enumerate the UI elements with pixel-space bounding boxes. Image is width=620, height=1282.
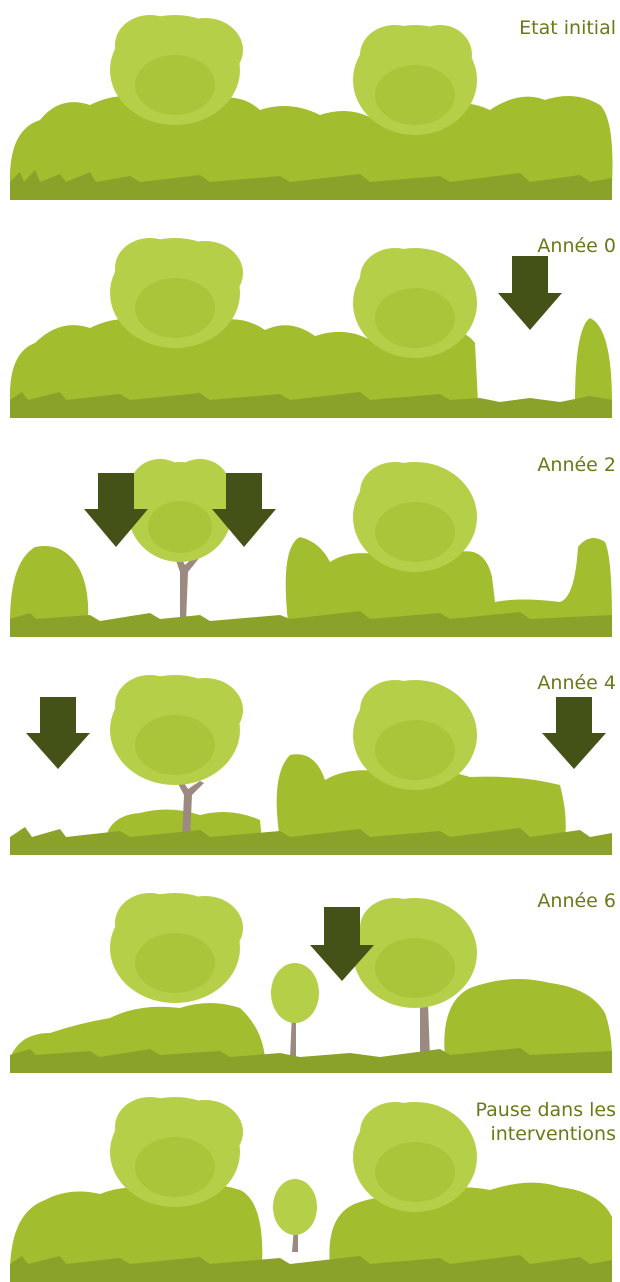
- stage-panel-year0: Année 0: [0, 218, 620, 418]
- down-arrow-icon: [498, 256, 562, 330]
- stage-label: Année 4: [537, 671, 616, 695]
- scene-year2: [0, 437, 620, 637]
- stage-label: Année 2: [537, 453, 616, 477]
- scene-year0: [0, 218, 620, 418]
- shrub-icon: [10, 537, 612, 622]
- shrub-icon: [10, 93, 613, 186]
- stage-panel-year4: Année 4: [0, 655, 620, 855]
- stage-panel-year2: Année 2: [0, 437, 620, 637]
- tree-trunk: [174, 552, 200, 622]
- down-arrow-icon: [26, 697, 90, 769]
- stage-panel-year6: Année 6: [0, 873, 620, 1073]
- shrub-icon: [10, 316, 612, 404]
- stage-label: Pause dans les interventions: [476, 1098, 616, 1146]
- down-arrow-icon: [542, 697, 606, 769]
- stage-label: Etat initial: [519, 16, 616, 40]
- stage-panel-pause: Pause dans les interventions: [0, 1082, 620, 1282]
- stage-panel-initial: Etat initial: [0, 0, 620, 200]
- scene-year4: [0, 655, 620, 855]
- stage-label: Année 6: [537, 889, 616, 913]
- scene-year6: [0, 873, 620, 1073]
- stage-label: Année 0: [537, 234, 616, 258]
